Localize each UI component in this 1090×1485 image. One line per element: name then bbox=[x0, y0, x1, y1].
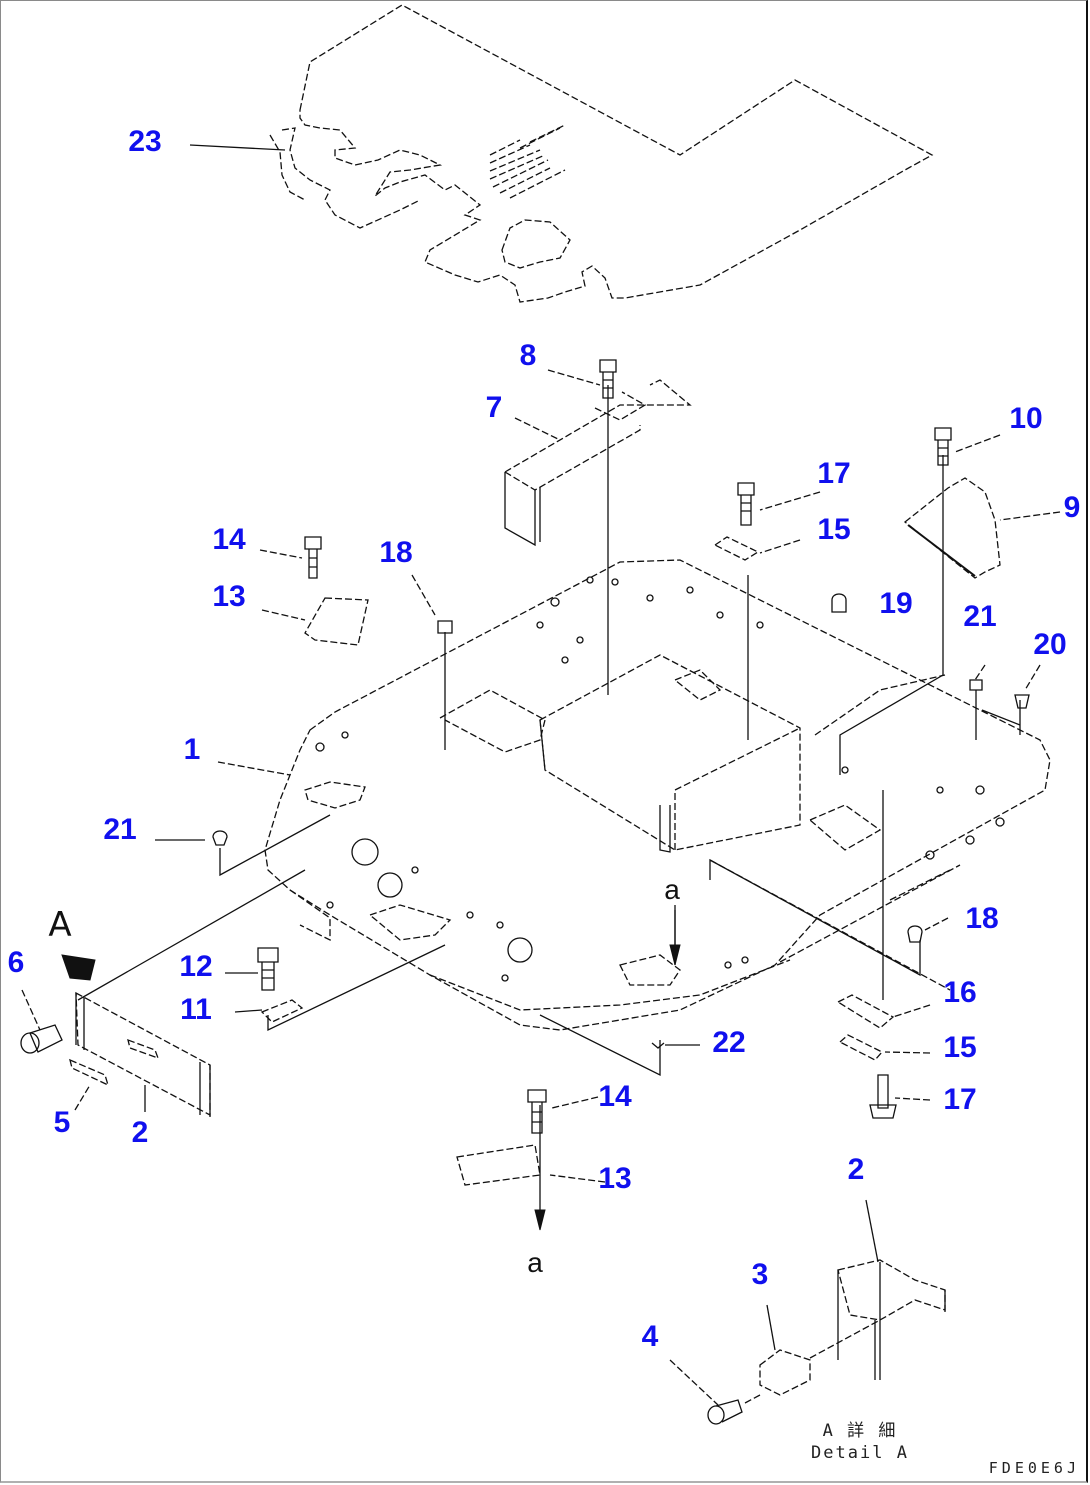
callout-13[interactable]: 13 bbox=[598, 1162, 632, 1195]
callout-20[interactable]: 20 bbox=[1033, 628, 1067, 661]
part-16-plate bbox=[836, 994, 895, 1029]
callout-5[interactable]: 5 bbox=[53, 1106, 71, 1139]
bolt-14-upper bbox=[304, 536, 322, 579]
callout-21[interactable]: 21 bbox=[963, 600, 997, 633]
plug-21-lower bbox=[212, 830, 228, 846]
part-11-plate bbox=[260, 999, 304, 1023]
callout-8[interactable]: 8 bbox=[519, 339, 537, 372]
callout-12[interactable]: 12 bbox=[179, 950, 213, 983]
callout-15[interactable]: 15 bbox=[943, 1031, 977, 1064]
callout-6[interactable]: 6 bbox=[7, 946, 25, 979]
detail-a-caption-jp: A 詳 細 bbox=[822, 1421, 898, 1441]
reference-a-top: a bbox=[664, 874, 680, 905]
part-2-bracket bbox=[69, 991, 211, 1117]
bolt-6 bbox=[20, 1024, 63, 1054]
plug-18-lower bbox=[907, 925, 923, 943]
callout-17[interactable]: 17 bbox=[817, 457, 851, 490]
view-arrow-a-label: A bbox=[48, 905, 72, 945]
callout-7[interactable]: 7 bbox=[485, 391, 503, 424]
drawing-id: FDE0E6J bbox=[988, 1459, 1080, 1477]
plug-18-upper bbox=[437, 620, 453, 634]
part-9-plate bbox=[903, 477, 1001, 579]
reference-a-bottom: a bbox=[527, 1247, 543, 1278]
callout-17[interactable]: 17 bbox=[943, 1083, 977, 1116]
callout-2[interactable]: 2 bbox=[847, 1153, 865, 1186]
callout-23[interactable]: 23 bbox=[128, 125, 162, 158]
callout-13[interactable]: 13 bbox=[212, 580, 246, 613]
detail-a-caption-en: Detail A bbox=[811, 1443, 909, 1463]
part-15-plate-upper bbox=[713, 536, 760, 561]
detail-a-caption: A 詳 細 Detail A bbox=[790, 1420, 930, 1464]
callout-14[interactable]: 14 bbox=[212, 523, 246, 556]
callout-9[interactable]: 9 bbox=[1063, 491, 1081, 524]
callout-16[interactable]: 16 bbox=[943, 976, 977, 1009]
callout-10[interactable]: 10 bbox=[1009, 402, 1043, 435]
callout-11[interactable]: 11 bbox=[180, 993, 212, 1026]
callout-22[interactable]: 22 bbox=[712, 1026, 746, 1059]
bolts bbox=[20, 359, 952, 1425]
callout-18[interactable]: 18 bbox=[379, 536, 413, 569]
callout-3[interactable]: 3 bbox=[751, 1258, 769, 1291]
callout-2[interactable]: 2 bbox=[131, 1116, 149, 1149]
part-13-cover-lower bbox=[456, 1144, 541, 1186]
callout-19[interactable]: 19 bbox=[879, 587, 913, 620]
plug-20 bbox=[1014, 694, 1030, 709]
part-13-cover-upper bbox=[304, 597, 369, 646]
bolt-4 bbox=[707, 1399, 743, 1425]
guide-lines bbox=[77, 385, 1021, 1210]
plug-19 bbox=[831, 593, 847, 613]
part-1-floor-frame bbox=[264, 559, 1051, 1031]
plug-22 bbox=[651, 1042, 665, 1049]
bolt-12 bbox=[257, 947, 279, 991]
callout-4[interactable]: 4 bbox=[641, 1320, 659, 1353]
bolt-14-lower bbox=[527, 1089, 547, 1134]
leader-lines bbox=[21, 144, 1061, 1406]
reference-arrows bbox=[61, 910, 681, 1231]
bolt-8 bbox=[599, 359, 617, 399]
detail-a-drawing bbox=[744, 1259, 946, 1404]
callout-14[interactable]: 14 bbox=[598, 1080, 632, 1113]
callout-21[interactable]: 21 bbox=[103, 813, 137, 846]
part-15-plate-lower bbox=[838, 1034, 884, 1061]
plug-21-upper bbox=[969, 679, 983, 691]
part-23-floor-mat bbox=[269, 4, 934, 303]
callout-1[interactable]: 1 bbox=[183, 733, 201, 766]
callout-15[interactable]: 15 bbox=[817, 513, 851, 546]
plugs bbox=[212, 593, 1030, 1049]
bolt-10 bbox=[934, 427, 952, 466]
bolt-17-upper bbox=[737, 482, 755, 526]
bolt-17-lower bbox=[869, 1074, 897, 1119]
callout-18[interactable]: 18 bbox=[965, 902, 999, 935]
part-7-cover bbox=[504, 379, 692, 547]
